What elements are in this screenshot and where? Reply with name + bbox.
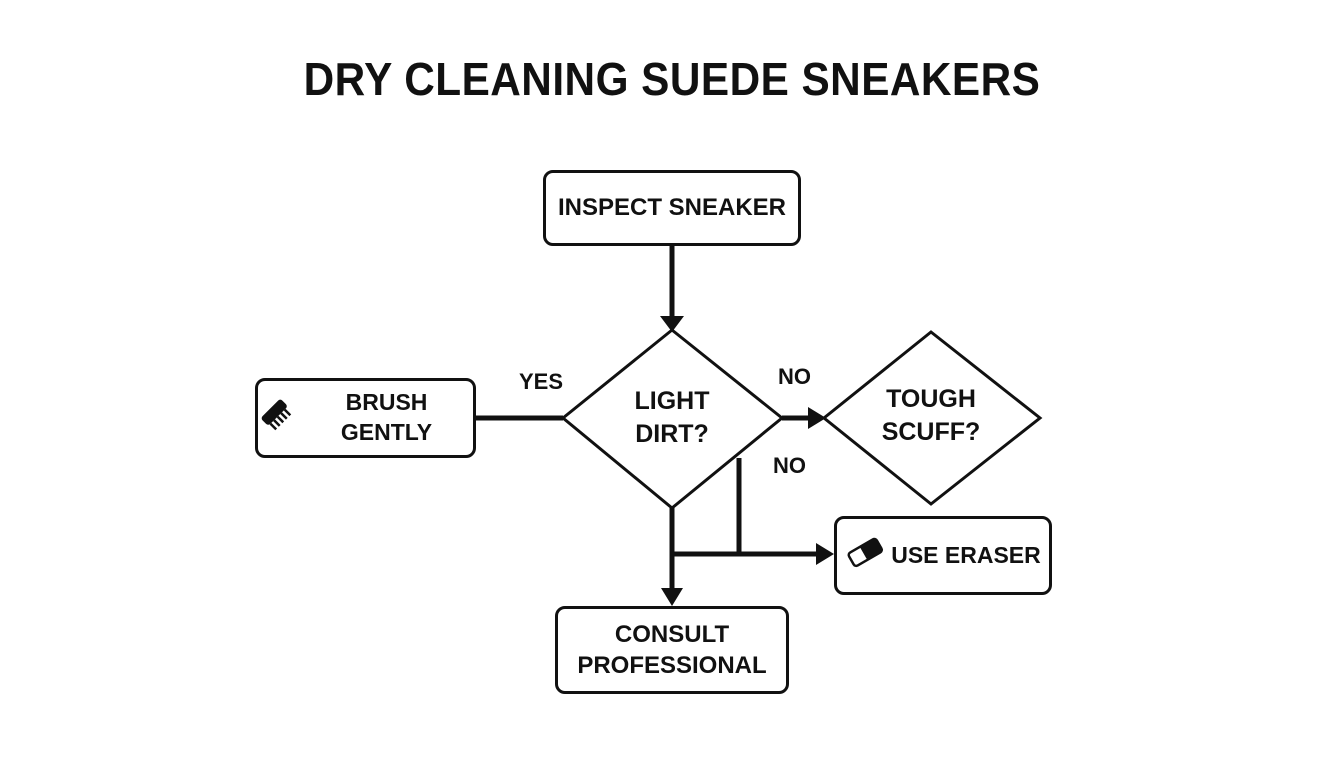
node-brush-gently: BRUSH GENTLY [255, 378, 476, 458]
decision-light-dirt-shape [560, 328, 785, 510]
tough-scuff-line1: TOUGH [886, 385, 976, 413]
decision-tough-scuff-shape [821, 330, 1043, 506]
node-use-eraser: USE ERASER [834, 516, 1052, 595]
decision-light-dirt: LIGHT DIRT? [602, 385, 742, 450]
tough-scuff-line2: SCUFF? [881, 417, 981, 446]
edge-label-no-down: NO [773, 453, 806, 478]
arrowhead-right-tough-scuff [808, 407, 826, 429]
node-brush-label: BRUSH GENTLY [340, 389, 433, 445]
node-consult-line1: CONSULT [614, 620, 730, 648]
node-eraser-label: USE ERASER [891, 541, 1041, 568]
node-consult-professional: CONSULT PROFESSIONAL [555, 606, 789, 694]
arrowhead-down-light-dirt [660, 316, 684, 332]
node-consult-line2: PROFESSIONAL [577, 652, 767, 679]
light-dirt-line1: LIGHT [634, 387, 710, 415]
edge-label-yes: YES [519, 369, 564, 394]
decision-tough-scuff: TOUGH SCUFF? [861, 383, 1001, 448]
light-dirt-line2: DIRT? [635, 419, 709, 448]
brush-icon [258, 396, 294, 440]
eraser-icon [845, 535, 885, 577]
arrowhead-down-consult [661, 588, 683, 606]
diagram-title: DRY CLEANING SUEDE SNEAKERS [303, 53, 1041, 105]
node-inspect-sneaker: INSPECT SNEAKER [543, 170, 801, 246]
arrowhead-right-eraser [816, 543, 834, 565]
node-inspect-label: INSPECT SNEAKER [557, 194, 787, 222]
edge-label-no-right: NO [778, 364, 811, 389]
